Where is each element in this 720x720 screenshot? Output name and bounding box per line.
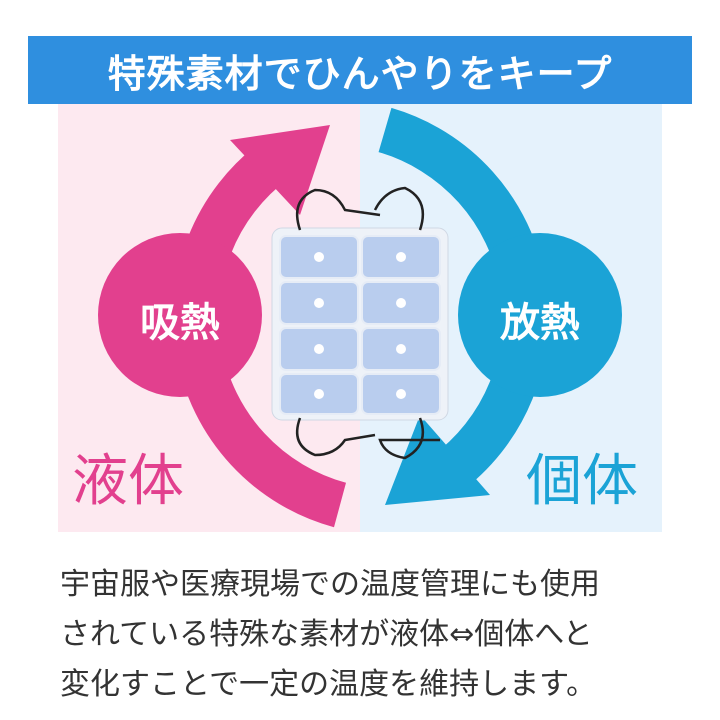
gel-pack-image [271, 186, 449, 460]
description-line: 変化すことで一定の温度を維持します。 [60, 667, 597, 702]
absorb-circle [98, 233, 262, 397]
description: 宇宙服や医療現場での温度管理にも使用 されている特殊な素材が液体⇔個体へと 変化… [60, 560, 680, 710]
description-line: されている特殊な素材が液体⇔個体へと [60, 617, 593, 652]
blue-arrow-head [385, 415, 490, 505]
description-line: 宇宙服や医療現場での温度管理にも使用 [60, 567, 600, 602]
absorb-label: 吸熱 [140, 300, 220, 346]
release-circle [458, 233, 622, 397]
liquid-label: 液体 [72, 449, 184, 514]
release-label: 放熱 [500, 300, 580, 346]
header-banner: 特殊素材でひんやりをキープ [28, 36, 692, 104]
solid-label: 個体 [526, 449, 638, 514]
header-title: 特殊素材でひんやりをキープ [107, 51, 613, 96]
pink-arrow-head [230, 125, 330, 215]
